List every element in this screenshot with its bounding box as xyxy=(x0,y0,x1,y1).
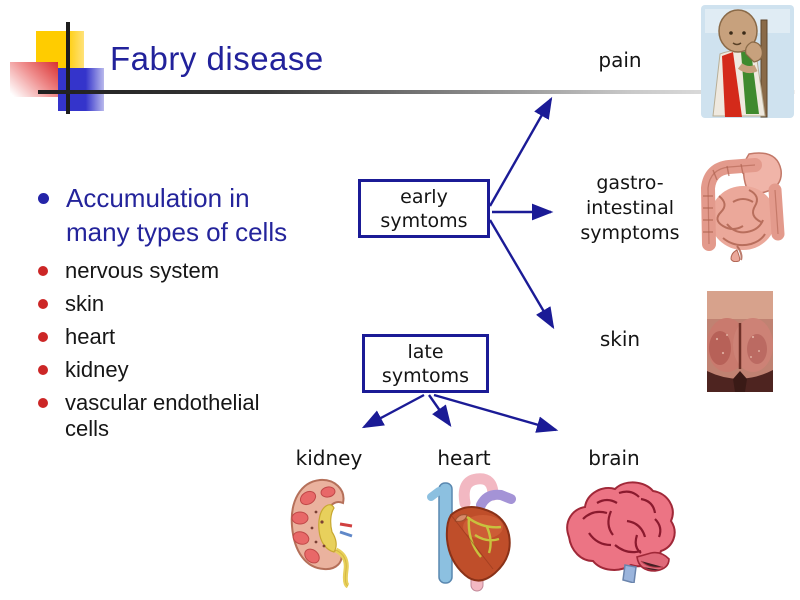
bullet-dot-red xyxy=(38,266,48,276)
arrow-late-to-brain xyxy=(433,393,559,433)
heart-illustration xyxy=(427,473,516,592)
skin-label: skin xyxy=(599,327,641,351)
late-symptoms-box: late symtoms xyxy=(362,334,489,393)
bullet-dot-red xyxy=(38,365,48,375)
slide-title: Fabry disease xyxy=(110,40,324,77)
decoration-blue-square xyxy=(58,68,104,111)
arrow-early-to-pain xyxy=(488,96,553,207)
skin-rash-photo xyxy=(707,291,773,392)
kidney-label: kidney xyxy=(295,446,363,470)
gastro-intestinal-label: gastro- intestinal symptoms xyxy=(563,171,697,246)
list-item: vascular endothelial cells xyxy=(38,390,308,442)
list-item-label: heart xyxy=(65,324,116,349)
pain-label: pain xyxy=(598,48,642,72)
early-box-line1: early xyxy=(400,185,448,208)
brain-illustration xyxy=(566,481,676,583)
brain-label: brain xyxy=(588,446,640,470)
title-underline-rule xyxy=(38,90,795,94)
arrow-late-to-heart xyxy=(428,394,452,427)
main-bullet-text: Accumulation in many types of cells xyxy=(66,183,288,247)
bullet-dot-red xyxy=(38,398,48,408)
early-box-line2: symtoms xyxy=(380,209,468,232)
child-in-pain-illustration xyxy=(701,5,794,118)
list-item-label: kidney xyxy=(65,357,129,382)
bullet-dot-blue xyxy=(38,193,49,204)
gastro-line3: symptoms xyxy=(580,222,680,244)
kidney-illustration xyxy=(290,478,353,588)
list-item: heart xyxy=(38,324,308,350)
gastro-line2: intestinal xyxy=(585,197,675,219)
bullet-dot-red xyxy=(38,299,48,309)
arrow-early-to-skin xyxy=(488,219,555,330)
heart-label: heart xyxy=(437,446,491,470)
list-item-label: skin xyxy=(65,291,105,316)
list-item-label: vascular endothelial cells xyxy=(65,390,260,441)
decoration-vertical-line xyxy=(66,22,70,114)
list-item-label: nervous system xyxy=(65,258,220,283)
bullet-dot-red xyxy=(38,332,48,342)
early-symptoms-box: early symtoms xyxy=(358,179,490,238)
main-bullet: Accumulation in many types of cells xyxy=(38,181,306,249)
intestines-illustration xyxy=(700,152,785,262)
list-item: nervous system xyxy=(38,258,308,284)
list-item: kidney xyxy=(38,357,308,383)
arrow-late-to-kidney xyxy=(361,393,425,429)
sub-bullet-list: nervous system skin heart kidney vascula… xyxy=(38,258,308,449)
late-box-line2: symtoms xyxy=(381,364,470,387)
gastro-line1: gastro- xyxy=(596,172,664,194)
list-item: skin xyxy=(38,291,308,317)
late-box-line1: late xyxy=(407,340,444,363)
